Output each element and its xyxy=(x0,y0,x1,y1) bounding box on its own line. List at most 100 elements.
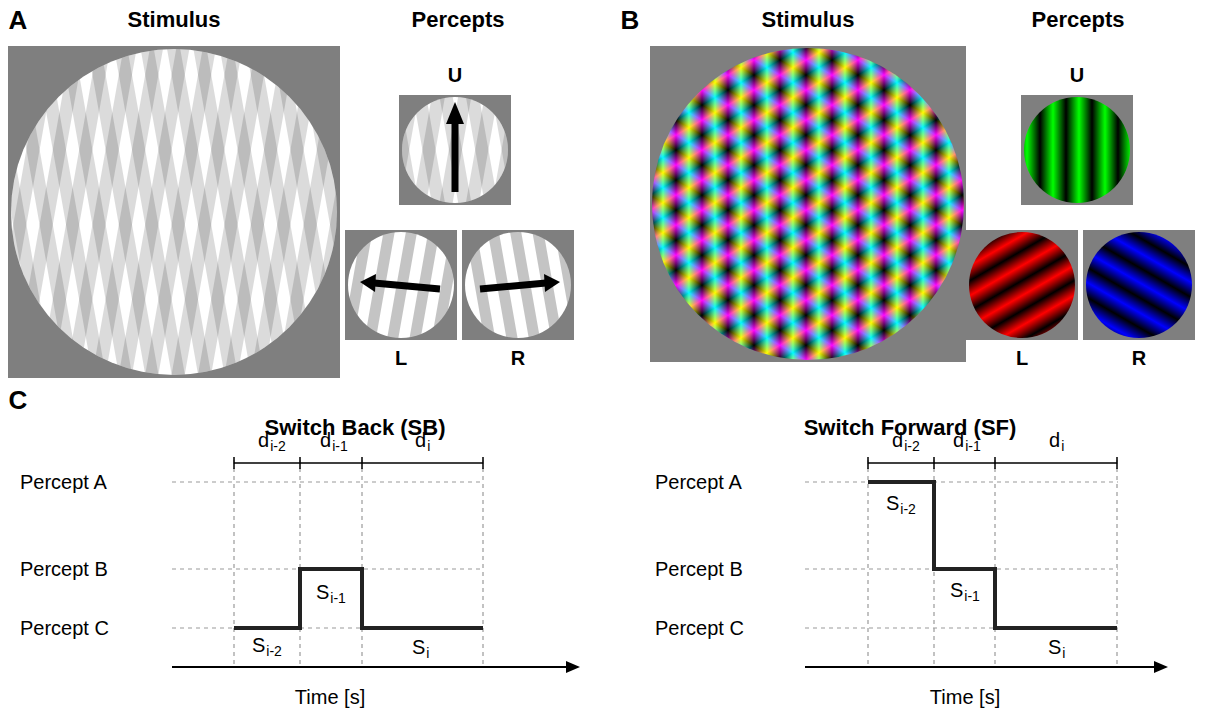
time-axis-label: Time [s] xyxy=(930,686,1000,708)
percept-letter: R xyxy=(511,347,525,370)
duration-symbol: d xyxy=(953,429,964,451)
motion-percept-up-part xyxy=(402,97,508,203)
color-percept-up-part xyxy=(1024,97,1130,203)
switch-forward-plot-part-part xyxy=(1116,460,1117,665)
motion-percept-right-part xyxy=(462,230,574,340)
switch-forward-plot xyxy=(805,457,1168,673)
switch-forward-plot-part xyxy=(805,460,1118,665)
color-plaid-stimulus-part xyxy=(650,46,966,362)
color-percept-left-part xyxy=(969,232,1075,338)
motion-percept-left-part xyxy=(360,274,376,292)
percept-axis-label: Percept A xyxy=(20,471,107,493)
duration-index: i-2 xyxy=(270,439,286,454)
panel-letter: C xyxy=(9,386,28,415)
panel-letter: B xyxy=(621,6,640,35)
plaid-stimulus-part xyxy=(11,49,337,375)
motion-percept-left-part xyxy=(348,232,454,338)
panel-heading: Percepts xyxy=(1032,8,1125,32)
switch-back-plot-part-part xyxy=(299,460,300,665)
switch-forward-plot-part-part xyxy=(994,460,995,665)
switch-forward-plot-part-part xyxy=(805,481,1118,482)
duration-index: i xyxy=(427,439,430,454)
panel-heading: Stimulus xyxy=(128,7,221,33)
time-axis-label: Time [s] xyxy=(295,686,365,708)
duration-symbol: d xyxy=(415,429,426,451)
panel-heading: Percepts xyxy=(412,8,505,32)
stimulus-panel: Stimulus xyxy=(650,46,966,362)
switch-back-plot-part xyxy=(234,457,483,469)
panel-heading: Stimulus xyxy=(762,7,855,33)
color-percept-left xyxy=(966,230,1078,340)
color-percept-right-part xyxy=(1086,232,1192,338)
duration-index: i-1 xyxy=(965,439,981,454)
switch-forward-plot-part xyxy=(868,482,1117,628)
switch-back-plot-part-part xyxy=(299,457,301,469)
motion-percept-up-part xyxy=(402,97,508,203)
state-symbol: S xyxy=(252,634,265,656)
switch-forward-plot-part-part xyxy=(1116,457,1118,469)
switch-forward-plot-part xyxy=(868,457,1117,469)
percept-axis-label: Percept B xyxy=(655,558,743,580)
color-percept-up xyxy=(1021,95,1133,205)
motion-percept-left-part xyxy=(345,230,457,340)
state-index: i xyxy=(1062,646,1065,661)
percept-panel: U xyxy=(1021,95,1133,205)
percept-panel: R xyxy=(462,230,574,340)
percept-panel: L xyxy=(966,230,1078,340)
plaid-stimulus-part xyxy=(8,46,340,378)
stimulus-panel: Stimulus xyxy=(8,46,340,378)
switch-back-plot-part-part xyxy=(233,457,235,469)
motion-percept-right-part xyxy=(465,232,571,338)
motion-percept-right-part xyxy=(544,274,560,292)
percept-letter: L xyxy=(1016,347,1028,370)
switch-back-plot-part-part xyxy=(234,462,483,464)
plot-title: Switch Forward (SF) xyxy=(804,416,1017,440)
color-percept-up-part xyxy=(1021,95,1133,205)
duration-index: i-1 xyxy=(332,439,348,454)
percept-panel: L xyxy=(345,230,457,340)
plaid-stimulus-part xyxy=(11,49,337,375)
motion-percept-up xyxy=(399,95,511,205)
switch-forward-plot-part-part xyxy=(994,457,996,469)
switch-back-plot xyxy=(172,457,580,673)
panel-letter: A xyxy=(9,6,28,35)
color-percept-left-part xyxy=(966,230,1078,340)
motion-percept-right xyxy=(462,230,574,340)
switch-forward-plot-part-part xyxy=(867,460,868,665)
color-plaid-stimulus-part xyxy=(650,46,966,362)
state-index: i-1 xyxy=(964,589,980,604)
plaid-stimulus-part xyxy=(11,49,337,375)
motion-percept-left xyxy=(345,230,457,340)
state-symbol: S xyxy=(1048,636,1061,658)
percept-axis-label: Percept B xyxy=(20,558,108,580)
switch-forward-plot-part xyxy=(805,666,1156,668)
switch-forward-plot-part-part xyxy=(867,457,869,469)
duration-symbol: d xyxy=(892,429,903,451)
switch-back-plot-part xyxy=(234,569,483,628)
percept-panel: U xyxy=(399,95,511,205)
switch-back-plot-part-part xyxy=(361,460,362,665)
switch-back-plot-part-part xyxy=(482,457,484,469)
percept-letter: R xyxy=(1132,347,1146,370)
switch-back-plot-part-part xyxy=(361,457,363,469)
duration-symbol: d xyxy=(1049,429,1060,451)
motion-percept-right-part xyxy=(480,283,546,289)
state-index: i-2 xyxy=(900,502,916,517)
percept-axis-label: Percept C xyxy=(655,617,744,639)
duration-index: i xyxy=(1061,439,1064,454)
switch-back-plot-part xyxy=(172,666,568,668)
motion-percept-up-part xyxy=(446,102,464,124)
state-symbol: S xyxy=(886,492,899,514)
switch-back-plot-part-part xyxy=(233,460,234,665)
duration-index: i-2 xyxy=(904,439,920,454)
color-percept-right xyxy=(1083,230,1195,340)
motion-percept-up-part xyxy=(399,95,511,205)
color-plaid-stimulus xyxy=(650,46,966,362)
switch-forward-plot-part-part xyxy=(868,462,1117,464)
percept-letter: U xyxy=(1070,64,1084,87)
motion-percept-left-part xyxy=(374,283,440,289)
motion-percept-up-part xyxy=(402,97,508,203)
switch-back-plot-part-part xyxy=(482,460,483,665)
color-percept-right-part xyxy=(1083,230,1195,340)
